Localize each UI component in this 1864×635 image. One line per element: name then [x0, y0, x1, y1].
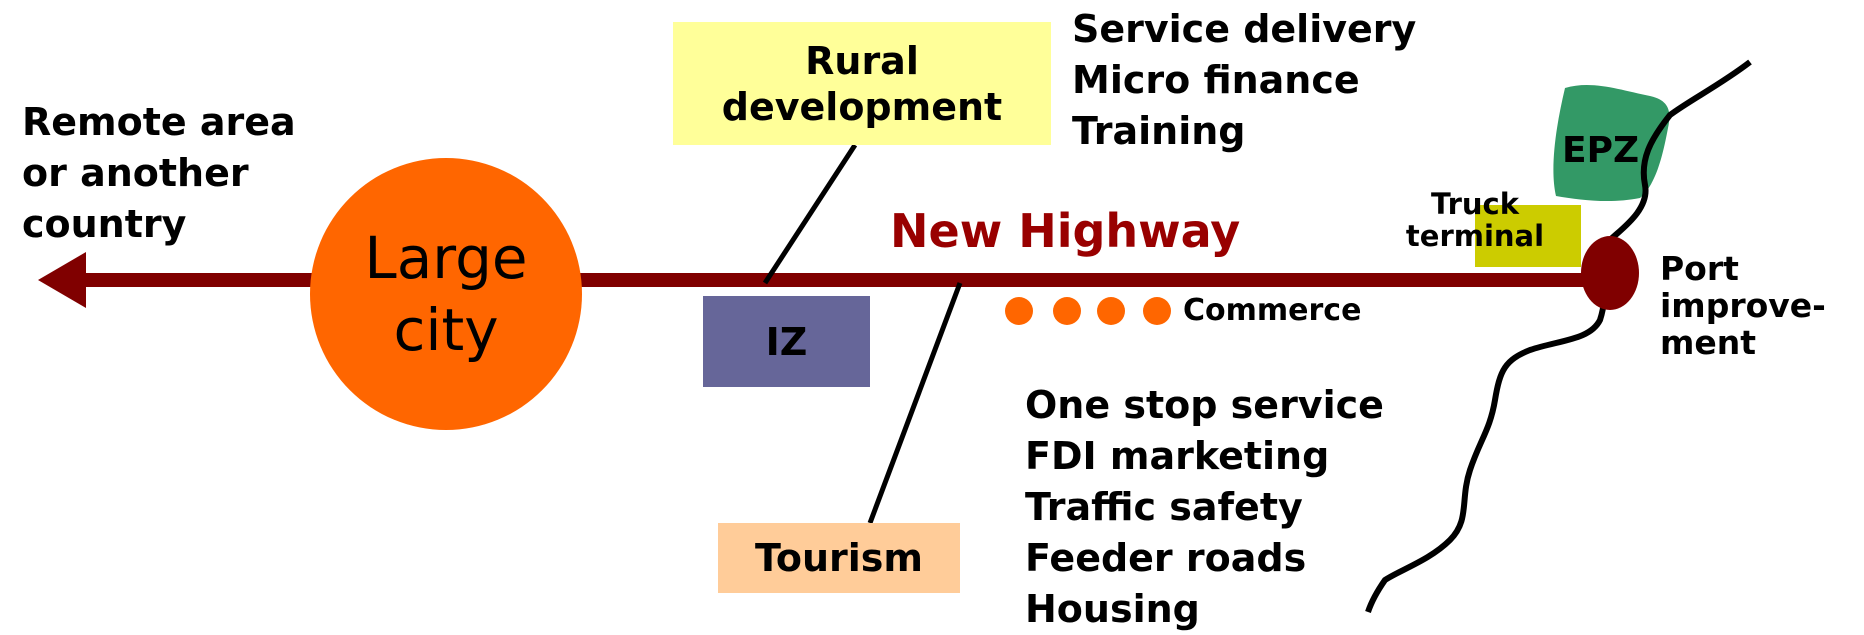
iz-box: IZ — [703, 296, 870, 387]
port-marker — [1581, 236, 1639, 310]
highway-arrowhead — [38, 252, 86, 308]
remote-area-label: Remote area or another country — [22, 97, 296, 250]
large-city-line-1: Large — [364, 224, 528, 292]
truck-terminal-line-1: Truck — [1430, 187, 1520, 221]
rural-service-item: Micro finance — [1072, 58, 1360, 102]
rural-services-list: Service delivery Micro finance Training — [1072, 4, 1416, 157]
remote-area-line-3: country — [22, 202, 187, 246]
remote-area-line-1: Remote area — [22, 100, 296, 144]
rural-service-item: Service delivery — [1072, 7, 1417, 51]
commerce-dot — [1005, 297, 1033, 325]
port-improvement-label: Port improve- ment — [1660, 250, 1826, 361]
highway-label: New Highway — [890, 204, 1241, 258]
corridor-service-item: FDI marketing — [1025, 434, 1330, 478]
tourism-connector-line — [867, 282, 963, 524]
truck-terminal-line-2: terminal — [1405, 219, 1545, 253]
rural-service-item: Training — [1072, 109, 1246, 153]
rural-connector-line — [762, 143, 858, 285]
epz-label: EPZ — [1562, 130, 1640, 171]
tourism-label: Tourism — [754, 536, 923, 580]
remote-area-line-2: or another — [22, 151, 249, 195]
large-city-circle: Large city — [310, 158, 582, 430]
large-city-line-2: city — [393, 296, 499, 364]
rural-development-line-2: development — [721, 84, 1003, 129]
corridor-service-item: Traffic safety — [1025, 485, 1303, 529]
commerce-dot — [1053, 297, 1081, 325]
truck-terminal-box — [1475, 205, 1581, 267]
river-line — [1365, 59, 1752, 613]
large-city-label: Large city — [364, 222, 527, 366]
truck-terminal-label: Truck terminal — [1375, 188, 1575, 252]
commerce-label: Commerce — [1183, 293, 1362, 328]
corridor-service-item: Housing — [1025, 587, 1200, 631]
corridor-service-item: One stop service — [1025, 383, 1384, 427]
corridor-service-item: Feeder roads — [1025, 536, 1307, 580]
rural-development-box: Rural development — [673, 22, 1051, 145]
corridor-services-list: One stop service FDI marketing Traffic s… — [1025, 380, 1384, 635]
epz-area — [1553, 85, 1670, 202]
port-line-2: improve- — [1660, 286, 1826, 325]
commerce-dot — [1097, 297, 1125, 325]
tourism-box: Tourism — [718, 523, 960, 593]
commerce-dot — [1143, 297, 1171, 325]
rural-development-line-1: Rural — [805, 38, 919, 83]
iz-label: IZ — [765, 319, 808, 364]
port-line-3: ment — [1660, 323, 1757, 362]
port-line-1: Port — [1660, 249, 1739, 288]
